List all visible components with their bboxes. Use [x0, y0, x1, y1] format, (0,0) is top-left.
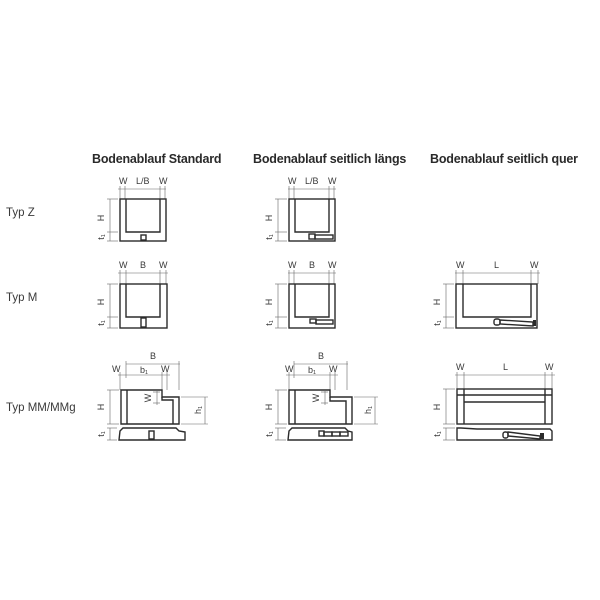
- svg-text:t₁: t₁: [264, 234, 274, 240]
- svg-text:W: W: [328, 260, 337, 270]
- svg-text:W: W: [288, 260, 297, 270]
- svg-text:H: H: [432, 299, 442, 306]
- svg-text:W: W: [119, 176, 128, 186]
- svg-text:W: W: [159, 176, 168, 186]
- svg-text:H: H: [264, 404, 274, 411]
- column-header-standard: Bodenablauf Standard: [92, 152, 222, 166]
- svg-text:H: H: [264, 299, 274, 306]
- svg-text:L: L: [503, 362, 508, 372]
- svg-text:W: W: [530, 260, 539, 270]
- svg-text:t₁: t₁: [264, 431, 274, 437]
- svg-text:B: B: [150, 351, 156, 361]
- row-label-typ-mm: Typ MM/MMg: [6, 402, 76, 414]
- svg-text:W: W: [456, 260, 465, 270]
- drawing-m-quer: W L W H t₁: [432, 260, 540, 329]
- svg-text:H: H: [96, 404, 106, 411]
- svg-text:W: W: [119, 260, 128, 270]
- svg-text:W: W: [311, 393, 321, 402]
- svg-text:t₁: t₁: [96, 234, 106, 240]
- svg-text:H: H: [264, 215, 274, 222]
- svg-text:t₁: t₁: [96, 431, 106, 437]
- row-label-typ-m: Typ M: [6, 292, 38, 304]
- svg-text:W: W: [456, 362, 465, 372]
- svg-text:H: H: [96, 215, 106, 222]
- svg-text:W: W: [143, 393, 153, 402]
- svg-text:B: B: [309, 260, 315, 270]
- svg-text:B: B: [140, 260, 146, 270]
- svg-text:W: W: [285, 364, 294, 374]
- drawing-mm-standard: B W b₁ W W h₁ H t₁: [96, 351, 208, 441]
- svg-text:L: L: [494, 260, 499, 270]
- drawing-mm-laengs: B W b₁ W W h₁ H t₁: [264, 351, 378, 441]
- drawing-m-standard: W B W H t₁: [96, 260, 168, 329]
- drawing-z-standard: W L/B W H t₁: [96, 176, 168, 242]
- svg-text:W: W: [159, 260, 168, 270]
- drawing-m-laengs: W B W H t₁: [264, 260, 337, 329]
- svg-text:W: W: [329, 364, 338, 374]
- svg-text:t₁: t₁: [432, 320, 442, 326]
- svg-text:h₁: h₁: [193, 406, 203, 414]
- svg-text:b₁: b₁: [308, 365, 316, 375]
- row-label-typ-z: Typ Z: [6, 207, 35, 219]
- column-header-seitlich-quer: Bodenablauf seitlich quer: [430, 152, 578, 166]
- svg-text:W: W: [328, 176, 337, 186]
- svg-text:H: H: [432, 404, 442, 411]
- svg-text:H: H: [96, 299, 106, 306]
- drawing-mm-quer: W L W H t₁: [432, 362, 555, 441]
- svg-text:b₁: b₁: [140, 365, 148, 375]
- svg-text:h₁: h₁: [363, 406, 373, 414]
- svg-text:W: W: [161, 364, 170, 374]
- svg-text:t₁: t₁: [432, 431, 442, 437]
- svg-text:B: B: [318, 351, 324, 361]
- svg-text:t₁: t₁: [264, 320, 274, 326]
- svg-text:L/B: L/B: [305, 176, 319, 186]
- svg-text:W: W: [288, 176, 297, 186]
- drawing-z-laengs: W L/B W H t₁: [264, 176, 337, 242]
- svg-text:W: W: [545, 362, 554, 372]
- svg-text:W: W: [112, 364, 121, 374]
- svg-text:L/B: L/B: [136, 176, 150, 186]
- column-header-seitlich-laengs: Bodenablauf seitlich längs: [253, 152, 407, 166]
- svg-text:t₁: t₁: [96, 320, 106, 326]
